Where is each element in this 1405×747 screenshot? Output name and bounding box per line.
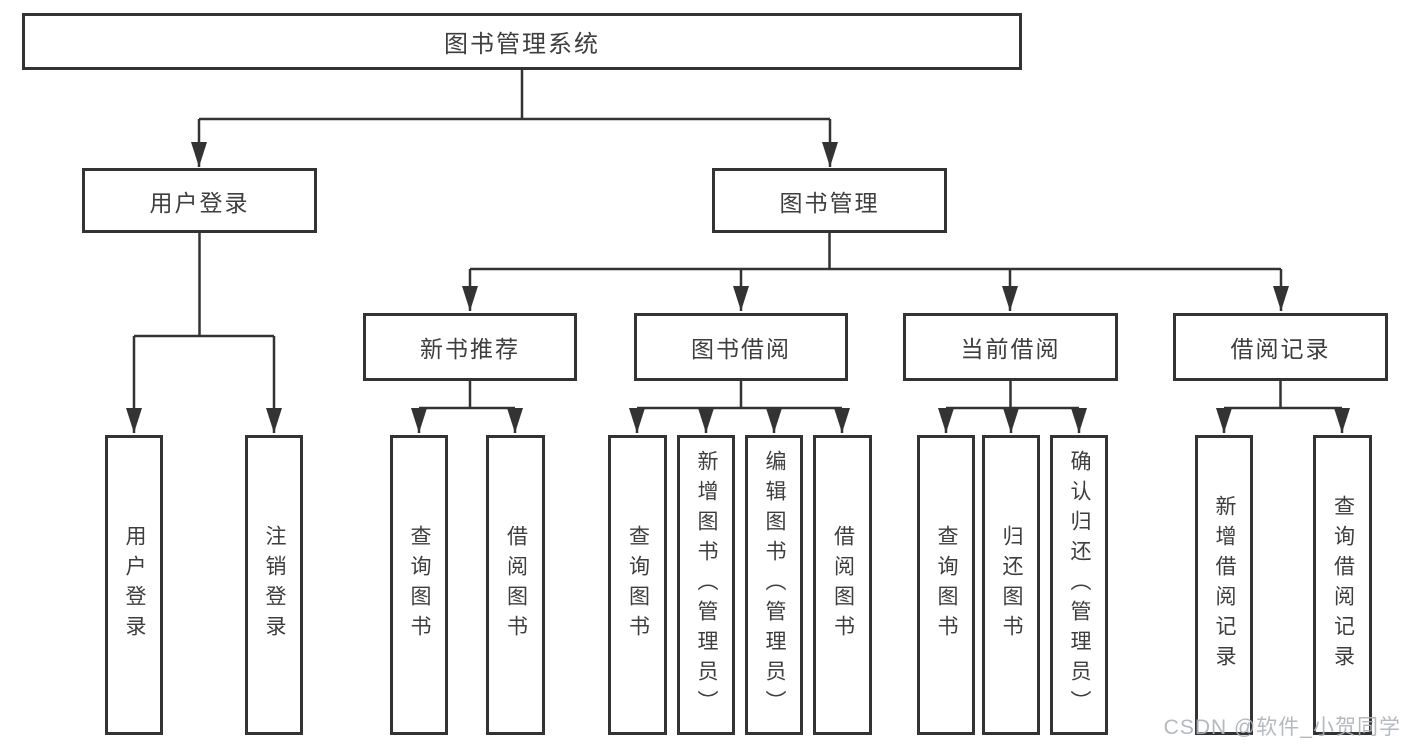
connector-trunks [134,69,1342,410]
leaf-records-add-record: 新增借阅记录 [1195,435,1253,735]
leaf-borrowing-query-books: 查询图书 [608,435,667,735]
leaf-recommend-query-books: 查询图书 [390,435,448,735]
watermark-text: CSDN @软件_小贺同学 [1163,716,1401,739]
leaf-borrowing-edit-books-admin: 编辑图书（管理员） [745,435,803,735]
leaf-current-query-books: 查询图书 [917,435,975,735]
leaf-user-login: 用户登录 [105,435,163,735]
node-library-management-system: 图书管理系统 [22,13,1022,70]
leaf-current-return-books: 归还图书 [982,435,1040,735]
node-book-management: 图书管理 [712,168,947,233]
leaf-recommend-borrow-books: 借阅图书 [486,435,545,735]
node-current-borrowing: 当前借阅 [903,313,1118,381]
node-user-login: 用户登录 [82,168,317,233]
leaf-logout: 注销登录 [245,435,303,735]
node-new-book-recommend: 新书推荐 [363,313,577,381]
node-borrowing-records: 借阅记录 [1173,313,1388,381]
leaf-current-confirm-return-admin: 确认归还（管理员） [1050,435,1108,735]
leaf-borrowing-borrow-books: 借阅图书 [813,435,872,735]
node-book-borrowing: 图书借阅 [634,313,848,381]
leaf-borrowing-add-books-admin: 新增图书（管理员） [677,435,735,735]
connector-arrows [126,119,1350,433]
leaf-records-query-record: 查询借阅记录 [1313,435,1372,735]
